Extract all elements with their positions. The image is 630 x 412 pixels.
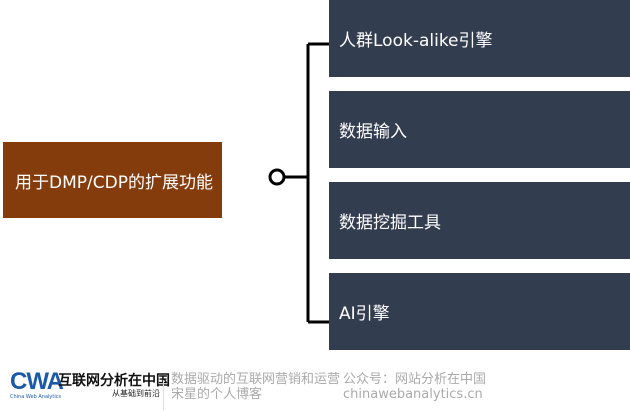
wechat-account: 公众号：网站分析在中国 — [343, 372, 487, 387]
branch-node[interactable]: AI引擎 — [329, 273, 630, 350]
logo-subtitle: China Web Analytics — [10, 394, 62, 400]
publisher-info: 公众号：网站分析在中国 chinawebanalytics.cn — [343, 372, 486, 402]
branch-label: 人群Look-alike引擎 — [339, 31, 493, 51]
cwa-logo: CWA — [10, 368, 64, 395]
branch-label: AI引擎 — [339, 304, 390, 324]
tagline-line-1: 数据驱动的互联网营销和运营 — [171, 372, 341, 387]
connector-path — [284, 42, 330, 324]
branch-node[interactable]: 人群Look-alike引擎 — [329, 0, 630, 77]
divider — [163, 380, 164, 410]
site-url: chinawebanalytics.cn — [343, 387, 483, 402]
branch-label: 数据挖掘工具 — [339, 213, 441, 233]
branch-label: 数据输入 — [339, 122, 407, 142]
root-node[interactable]: 用于DMP/CDP的扩展功能 — [3, 142, 222, 218]
branch-node[interactable]: 数据挖掘工具 — [329, 182, 630, 259]
collapse-toggle-icon[interactable] — [268, 168, 286, 186]
logo-chinese: 互联网分析在中国 — [58, 373, 170, 389]
tagline: 数据驱动的互联网营销和运营 宋星的个人博客 — [171, 372, 371, 402]
logo-slogan: 从基础到前沿 — [112, 389, 160, 398]
root-label: 用于DMP/CDP的扩展功能 — [15, 172, 213, 193]
branch-node[interactable]: 数据输入 — [329, 91, 630, 168]
footer: CWA China Web Analytics 互联网分析在中国 从基础到前沿 … — [0, 368, 630, 410]
tagline-line-2: 宋星的个人博客 — [171, 387, 263, 402]
